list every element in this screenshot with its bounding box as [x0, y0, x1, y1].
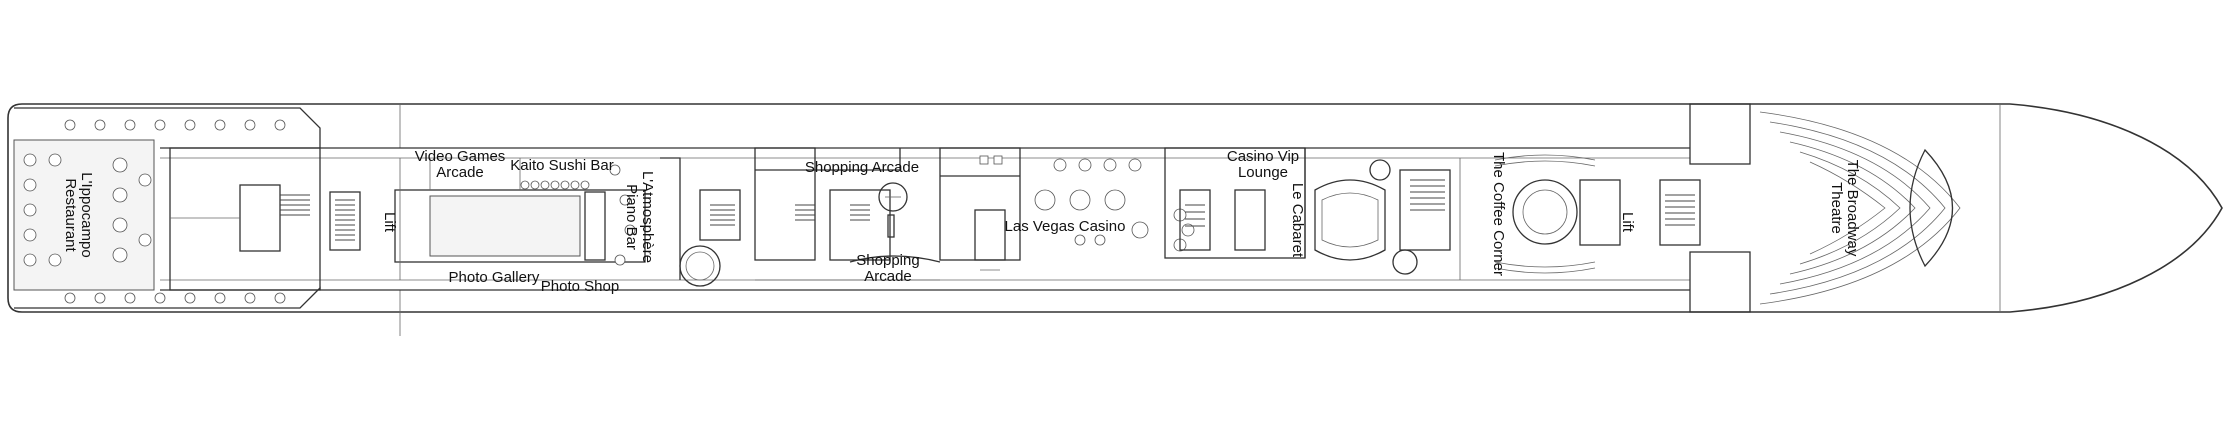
cabaret-label: Le Cabaret: [1289, 183, 1306, 258]
coffee-area: [1494, 154, 1701, 274]
photo-gallery-block: [394, 158, 646, 280]
broadway-label: The BroadwayTheatre: [1828, 160, 1861, 257]
casino-label-line: Las Vegas Casino: [1005, 218, 1126, 235]
coffee-label-line: The Coffee Corner: [1490, 152, 1507, 276]
shopping-arcade-area: [754, 147, 941, 281]
shopping-bottom-label-line: Arcade: [864, 268, 912, 285]
photo-shop-label-line: Photo Shop: [541, 278, 619, 295]
shopping-top-label: Shopping Arcade: [805, 159, 919, 176]
cabaret-area: [1164, 147, 1461, 280]
atmosphere-label-line: Piano Bar: [623, 184, 640, 250]
lift-aft-label: Lift: [381, 212, 398, 233]
shopping-bottom-label-line: Shopping: [856, 252, 919, 269]
photo-gallery-label-line: Photo Gallery: [449, 269, 540, 286]
stair-shopping: [795, 204, 870, 221]
ippocampo-label: L'IppocampoRestaurant: [62, 172, 95, 257]
cabaret-label-line: Le Cabaret: [1289, 183, 1306, 258]
casino-vip-label-line: Casino Vip: [1227, 148, 1299, 165]
ippocampo-label-line: Restaurant: [62, 178, 79, 252]
aft-atrium: [169, 147, 361, 291]
casino-label: Las Vegas Casino: [1005, 218, 1126, 235]
video-games-label-line: Video Games: [415, 148, 506, 165]
restaurant-area: [13, 107, 321, 309]
lift-fwd-label-line: Lift: [1619, 212, 1636, 233]
photo-shop-label: Photo Shop: [541, 278, 619, 295]
stair-piano: [710, 204, 735, 226]
broadway-label-line: The Broadway: [1844, 160, 1861, 257]
lift-aft-label-line: Lift: [381, 212, 398, 233]
lift-fwd-label: Lift: [1619, 212, 1636, 233]
theatre-area: [1689, 103, 1961, 313]
coffee-label: The Coffee Corner: [1490, 152, 1507, 276]
casino-vip-label-line: Lounge: [1238, 164, 1288, 181]
kaito-label-line: Kaito Sushi Bar: [510, 157, 613, 174]
broadway-label-line: Theatre: [1828, 182, 1845, 234]
kaito-label: Kaito Sushi Bar: [510, 157, 613, 174]
stair-aft: [280, 194, 355, 241]
video-games-label-line: Arcade: [436, 164, 484, 181]
shopping-top-label-line: Shopping Arcade: [805, 159, 919, 176]
piano-bar-area: [660, 157, 741, 287]
ippocampo-label-line: L'Ippocampo: [78, 172, 95, 257]
atmosphere-label-line: L'Atmosphère: [639, 171, 656, 263]
stair-fwd: [1665, 194, 1695, 226]
photo-gallery-label: Photo Gallery: [449, 269, 540, 286]
atmosphere-label: L'AtmosphèrePiano Bar: [623, 171, 656, 263]
stair-cabaret: [1185, 179, 1445, 227]
casino-area: [939, 147, 1195, 271]
